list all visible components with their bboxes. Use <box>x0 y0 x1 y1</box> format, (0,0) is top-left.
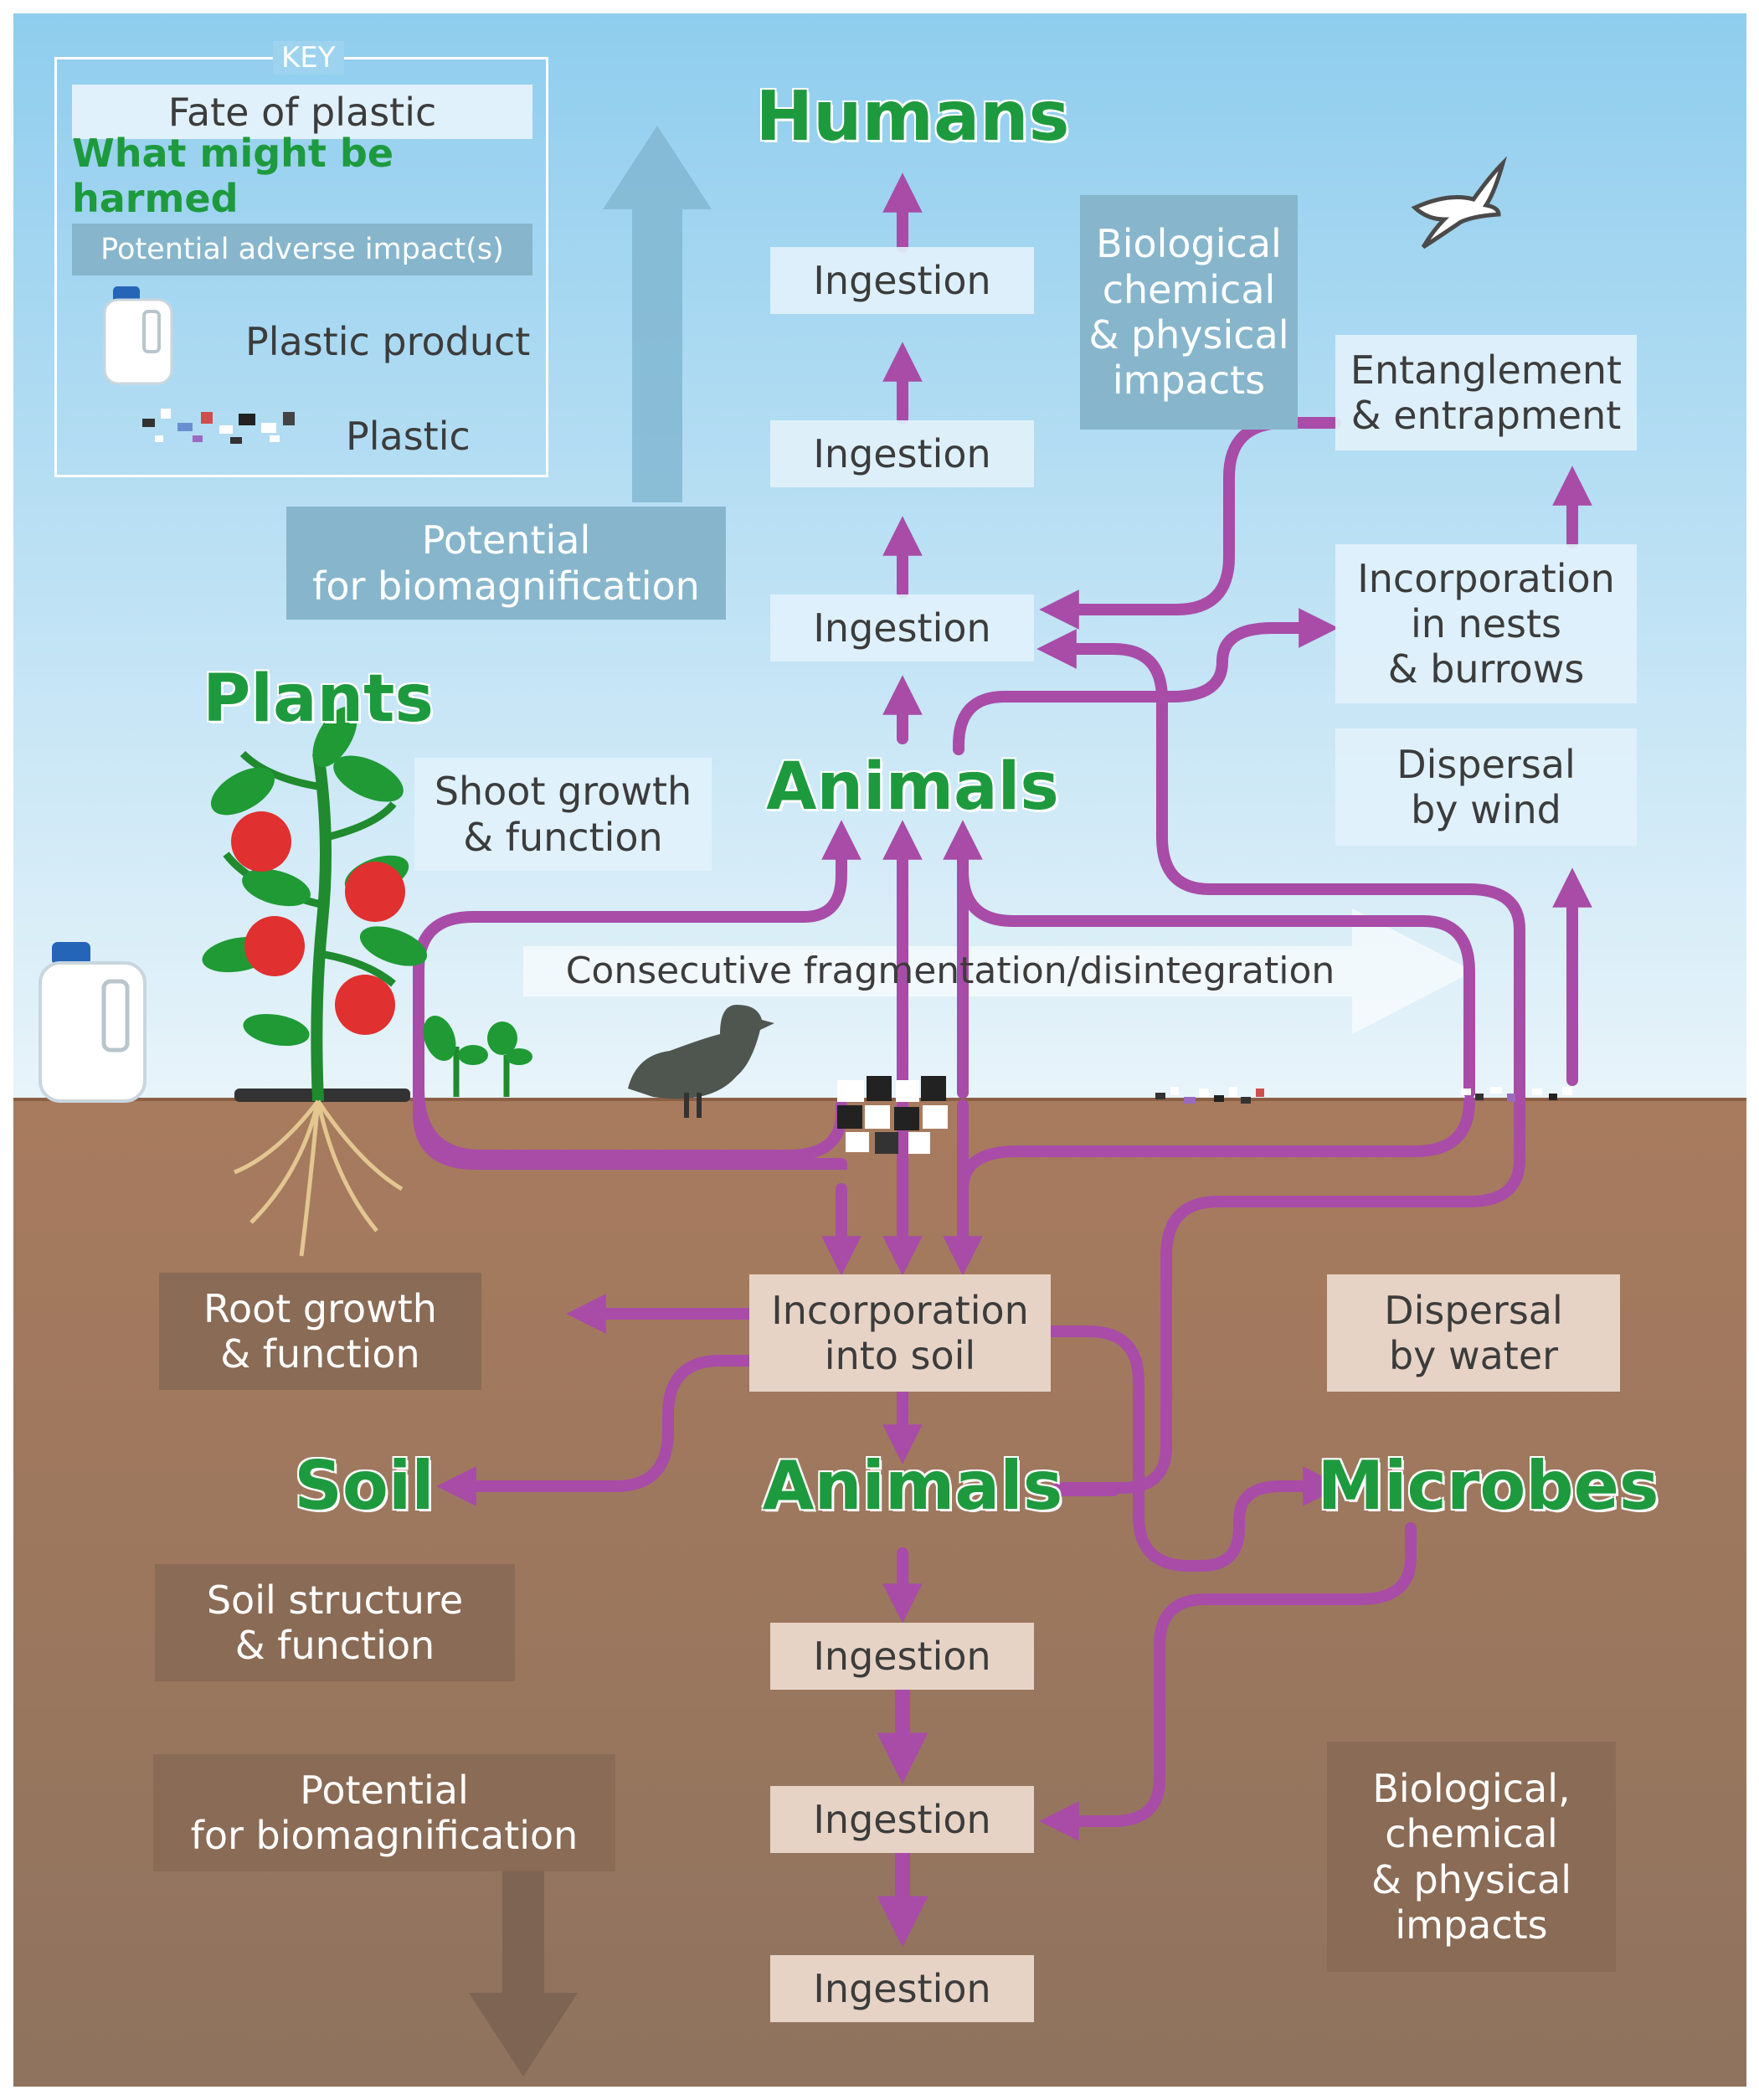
soil-structure-box: Soil structure & function <box>155 1564 515 1681</box>
entanglement-box: Entanglement & entrapment <box>1335 335 1637 450</box>
up-biomagnification-arrow <box>603 126 712 502</box>
plastic-fragments-icon <box>837 1076 948 1154</box>
key-plastic-label: Plastic <box>346 414 471 459</box>
ingestion-box-top: Ingestion <box>770 247 1034 314</box>
fragmentation-label: Consecutive fragmentation/disintegration <box>565 950 1335 993</box>
plastic-bottle-icon <box>39 942 147 1103</box>
plastic-fragments-icon <box>1155 1087 1264 1104</box>
soil-flow-arrows <box>413 1083 1525 1948</box>
dispersal-water-box: Dispersal by water <box>1327 1274 1620 1392</box>
bird-icon <box>1411 156 1508 250</box>
ingestion-box-middle: Ingestion <box>770 420 1034 487</box>
key-potential-adverse-impacts: Potential adverse impact(s) <box>72 224 532 275</box>
key-legend: KEY Fate of plastic What might be harmed… <box>54 41 548 477</box>
microbes-label: Microbes <box>1317 1446 1659 1525</box>
sky-flow-arrows <box>413 172 1592 1170</box>
animals-below-label: Animals <box>762 1446 1063 1525</box>
plastic-fragments-icon <box>142 409 295 444</box>
fragmentation-arrow <box>523 908 1474 1034</box>
key-plastic-product-label: Plastic product <box>245 319 531 364</box>
biomagnification-soil-box: Potential for biomagnification <box>153 1754 615 1871</box>
down-biomagnification-arrow <box>469 1867 578 2077</box>
key-what-might-be-harmed: What might be harmed <box>72 130 394 221</box>
incorporation-soil-box: Incorporation into soil <box>749 1274 1051 1392</box>
biological-impacts-soil-box: Biological, chemical & physical impacts <box>1327 1742 1616 1972</box>
shoot-growth-box: Shoot growth & function <box>414 758 712 871</box>
duck-icon <box>628 1005 774 1118</box>
ingestion-soil-box-middle: Ingestion <box>770 1786 1034 1853</box>
plastic-fragments-icon <box>1461 1087 1572 1102</box>
incorporation-nests-box: Incorporation in nests & burrows <box>1335 544 1637 703</box>
humans-label: Humans <box>755 76 1070 157</box>
ingestion-soil-box-top: Ingestion <box>770 1623 1034 1690</box>
tomato-plant-icon <box>202 706 428 1257</box>
ingestion-box-lower: Ingestion <box>770 594 1034 661</box>
root-growth-box: Root growth & function <box>159 1273 481 1390</box>
animals-above-label: Animals <box>766 749 1059 825</box>
seedling-icon <box>423 1015 532 1097</box>
key-fate-of-plastic: Fate of plastic <box>72 85 532 139</box>
plastic-bottle-icon <box>103 286 173 385</box>
dispersal-wind-box: Dispersal by wind <box>1335 728 1637 846</box>
ingestion-soil-box-bottom: Ingestion <box>770 1955 1034 2022</box>
key-title: KEY <box>273 41 344 75</box>
biomagnification-sky-box: Potential for biomagnification <box>286 507 726 620</box>
soil-label: Soil <box>294 1446 435 1525</box>
plants-label: Plants <box>203 661 434 737</box>
biological-impacts-sky-box: Biological chemical & physical impacts <box>1080 195 1298 430</box>
